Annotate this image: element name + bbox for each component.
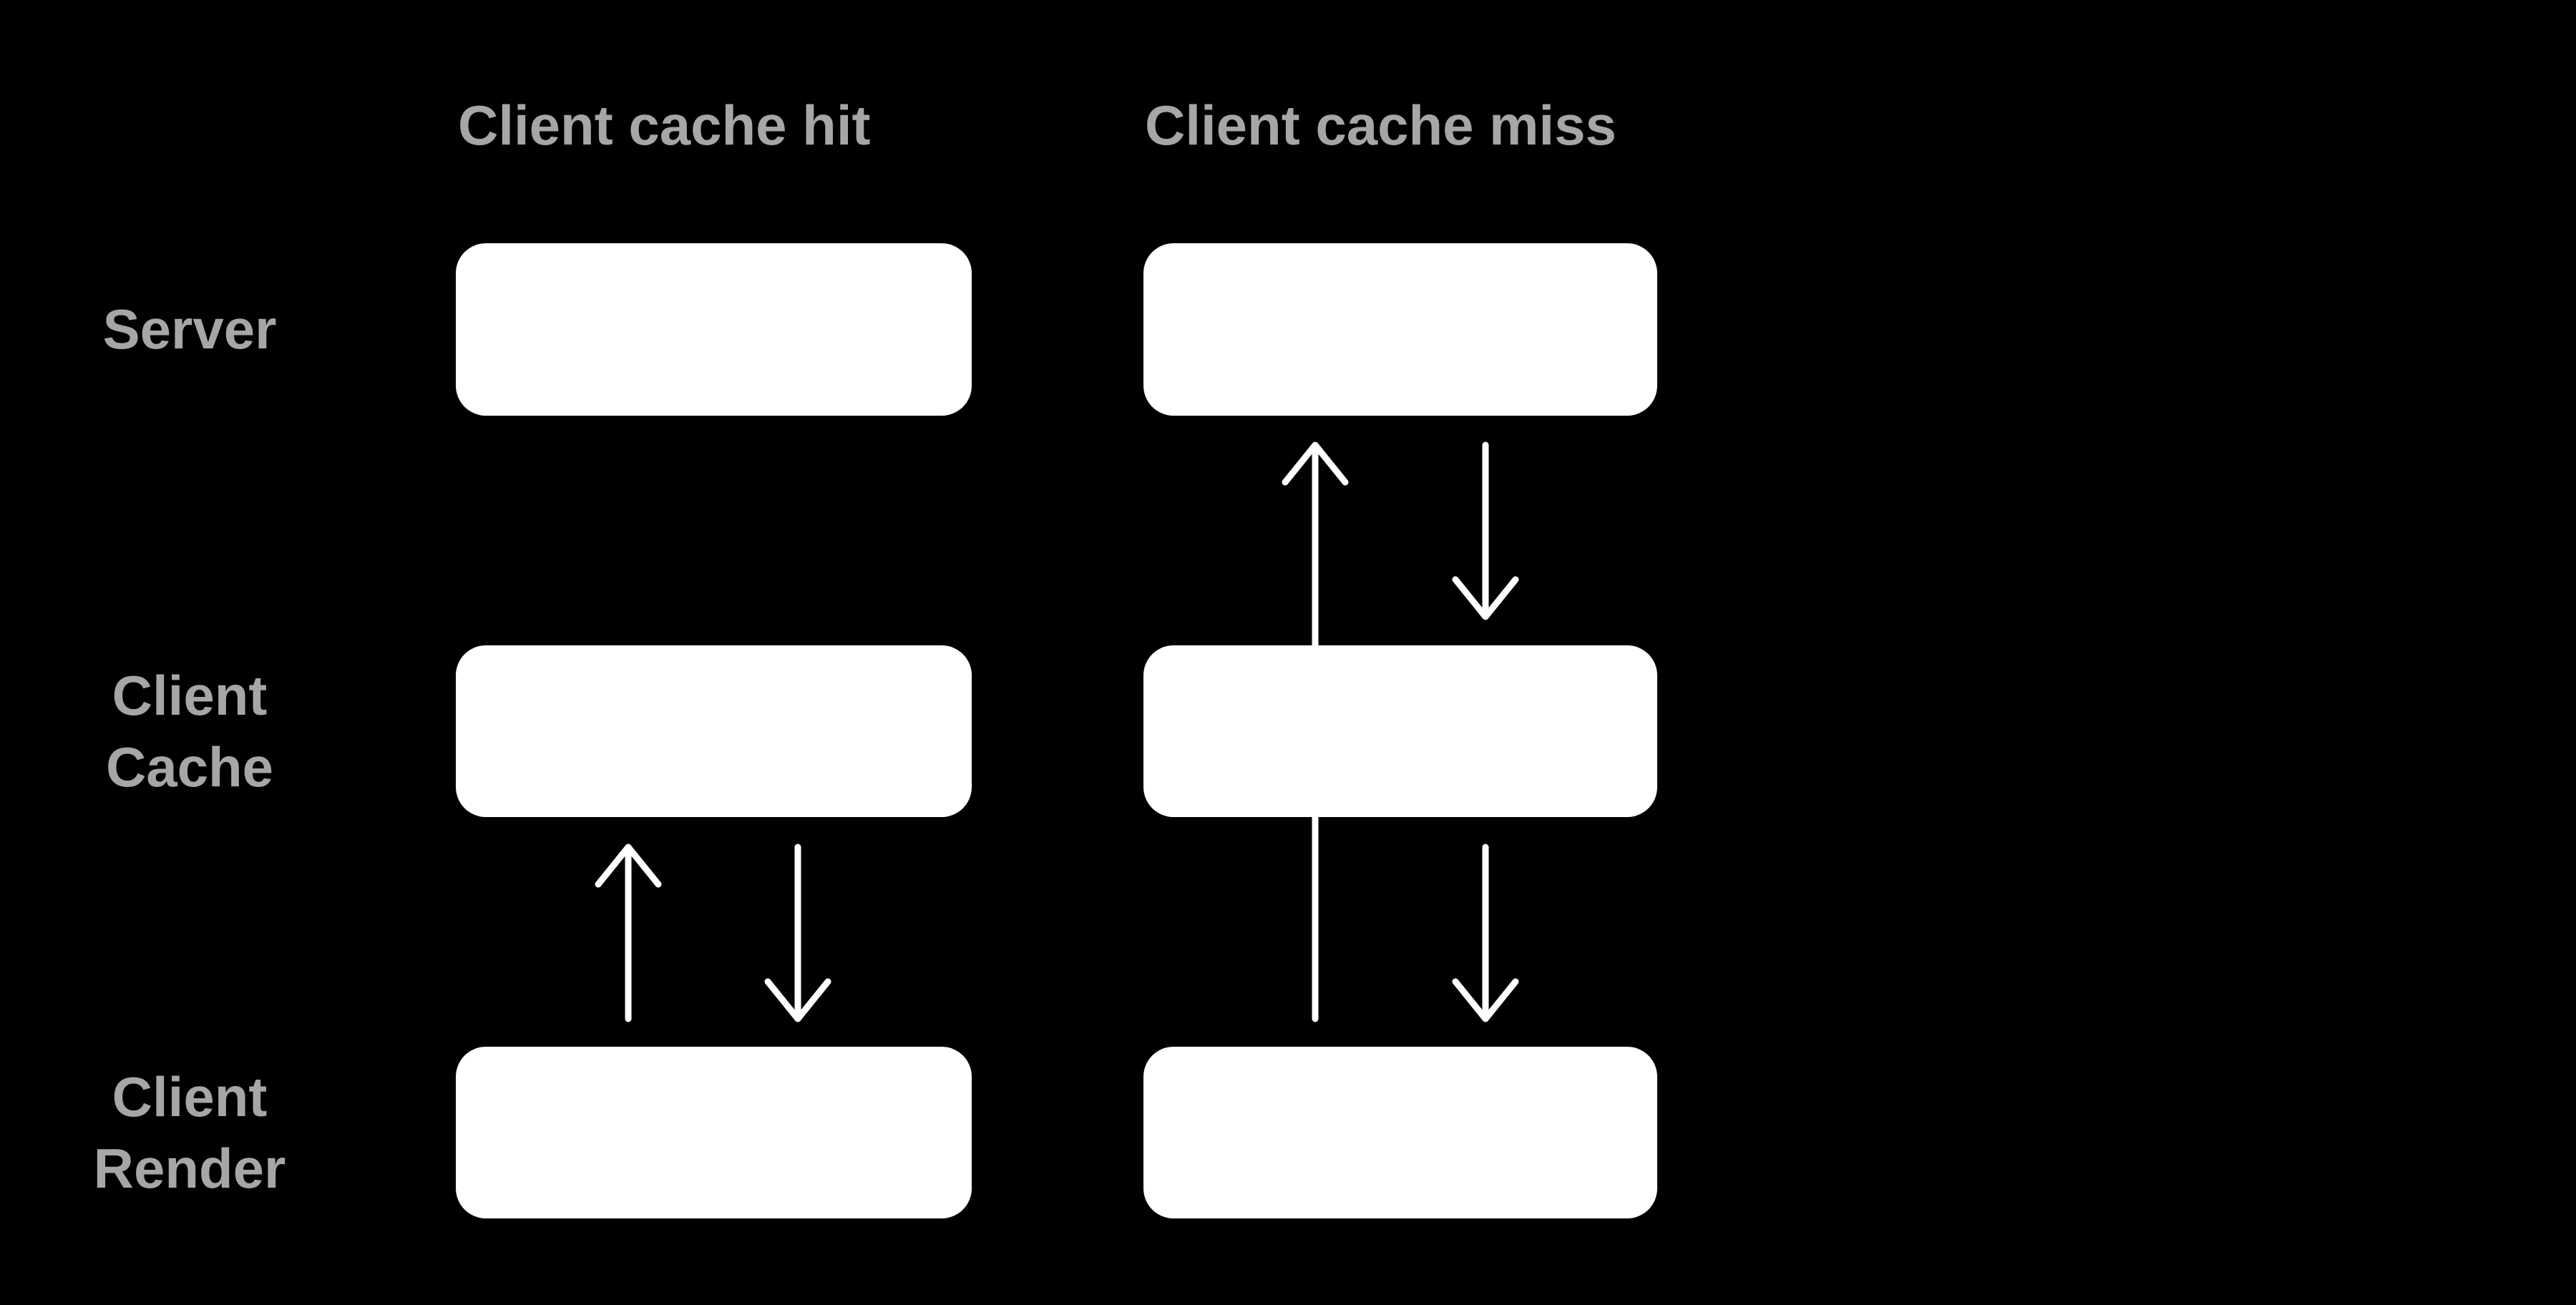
box-hit-client-cache — [456, 645, 972, 817]
box-miss-server — [1143, 243, 1657, 416]
arrow-miss-server-to-cache-down-icon — [1452, 441, 1519, 620]
row-label-client-render-line1: Client — [112, 1065, 268, 1128]
row-label-client-cache-line1: Client — [112, 664, 268, 727]
row-label-client-cache: Client Cache — [0, 660, 379, 803]
arrow-hit-render-to-cache-up-icon — [595, 844, 662, 1022]
box-hit-client-render — [456, 1047, 972, 1218]
box-miss-client-cache — [1143, 645, 1657, 817]
column-header-cache-hit: Client cache hit — [458, 94, 871, 157]
row-label-client-render: Client Render — [0, 1061, 379, 1204]
box-hit-server — [456, 243, 972, 416]
arrow-hit-cache-to-render-down-icon — [764, 844, 831, 1022]
column-header-cache-miss: Client cache miss — [1145, 94, 1616, 157]
row-label-client-cache-line2: Cache — [105, 735, 274, 798]
row-label-client-render-line2: Render — [93, 1137, 286, 1200]
row-label-server-text: Server — [102, 298, 277, 361]
box-miss-client-render — [1143, 1047, 1657, 1218]
arrow-miss-cache-to-render-down-icon — [1452, 844, 1519, 1022]
row-label-server: Server — [0, 293, 379, 365]
